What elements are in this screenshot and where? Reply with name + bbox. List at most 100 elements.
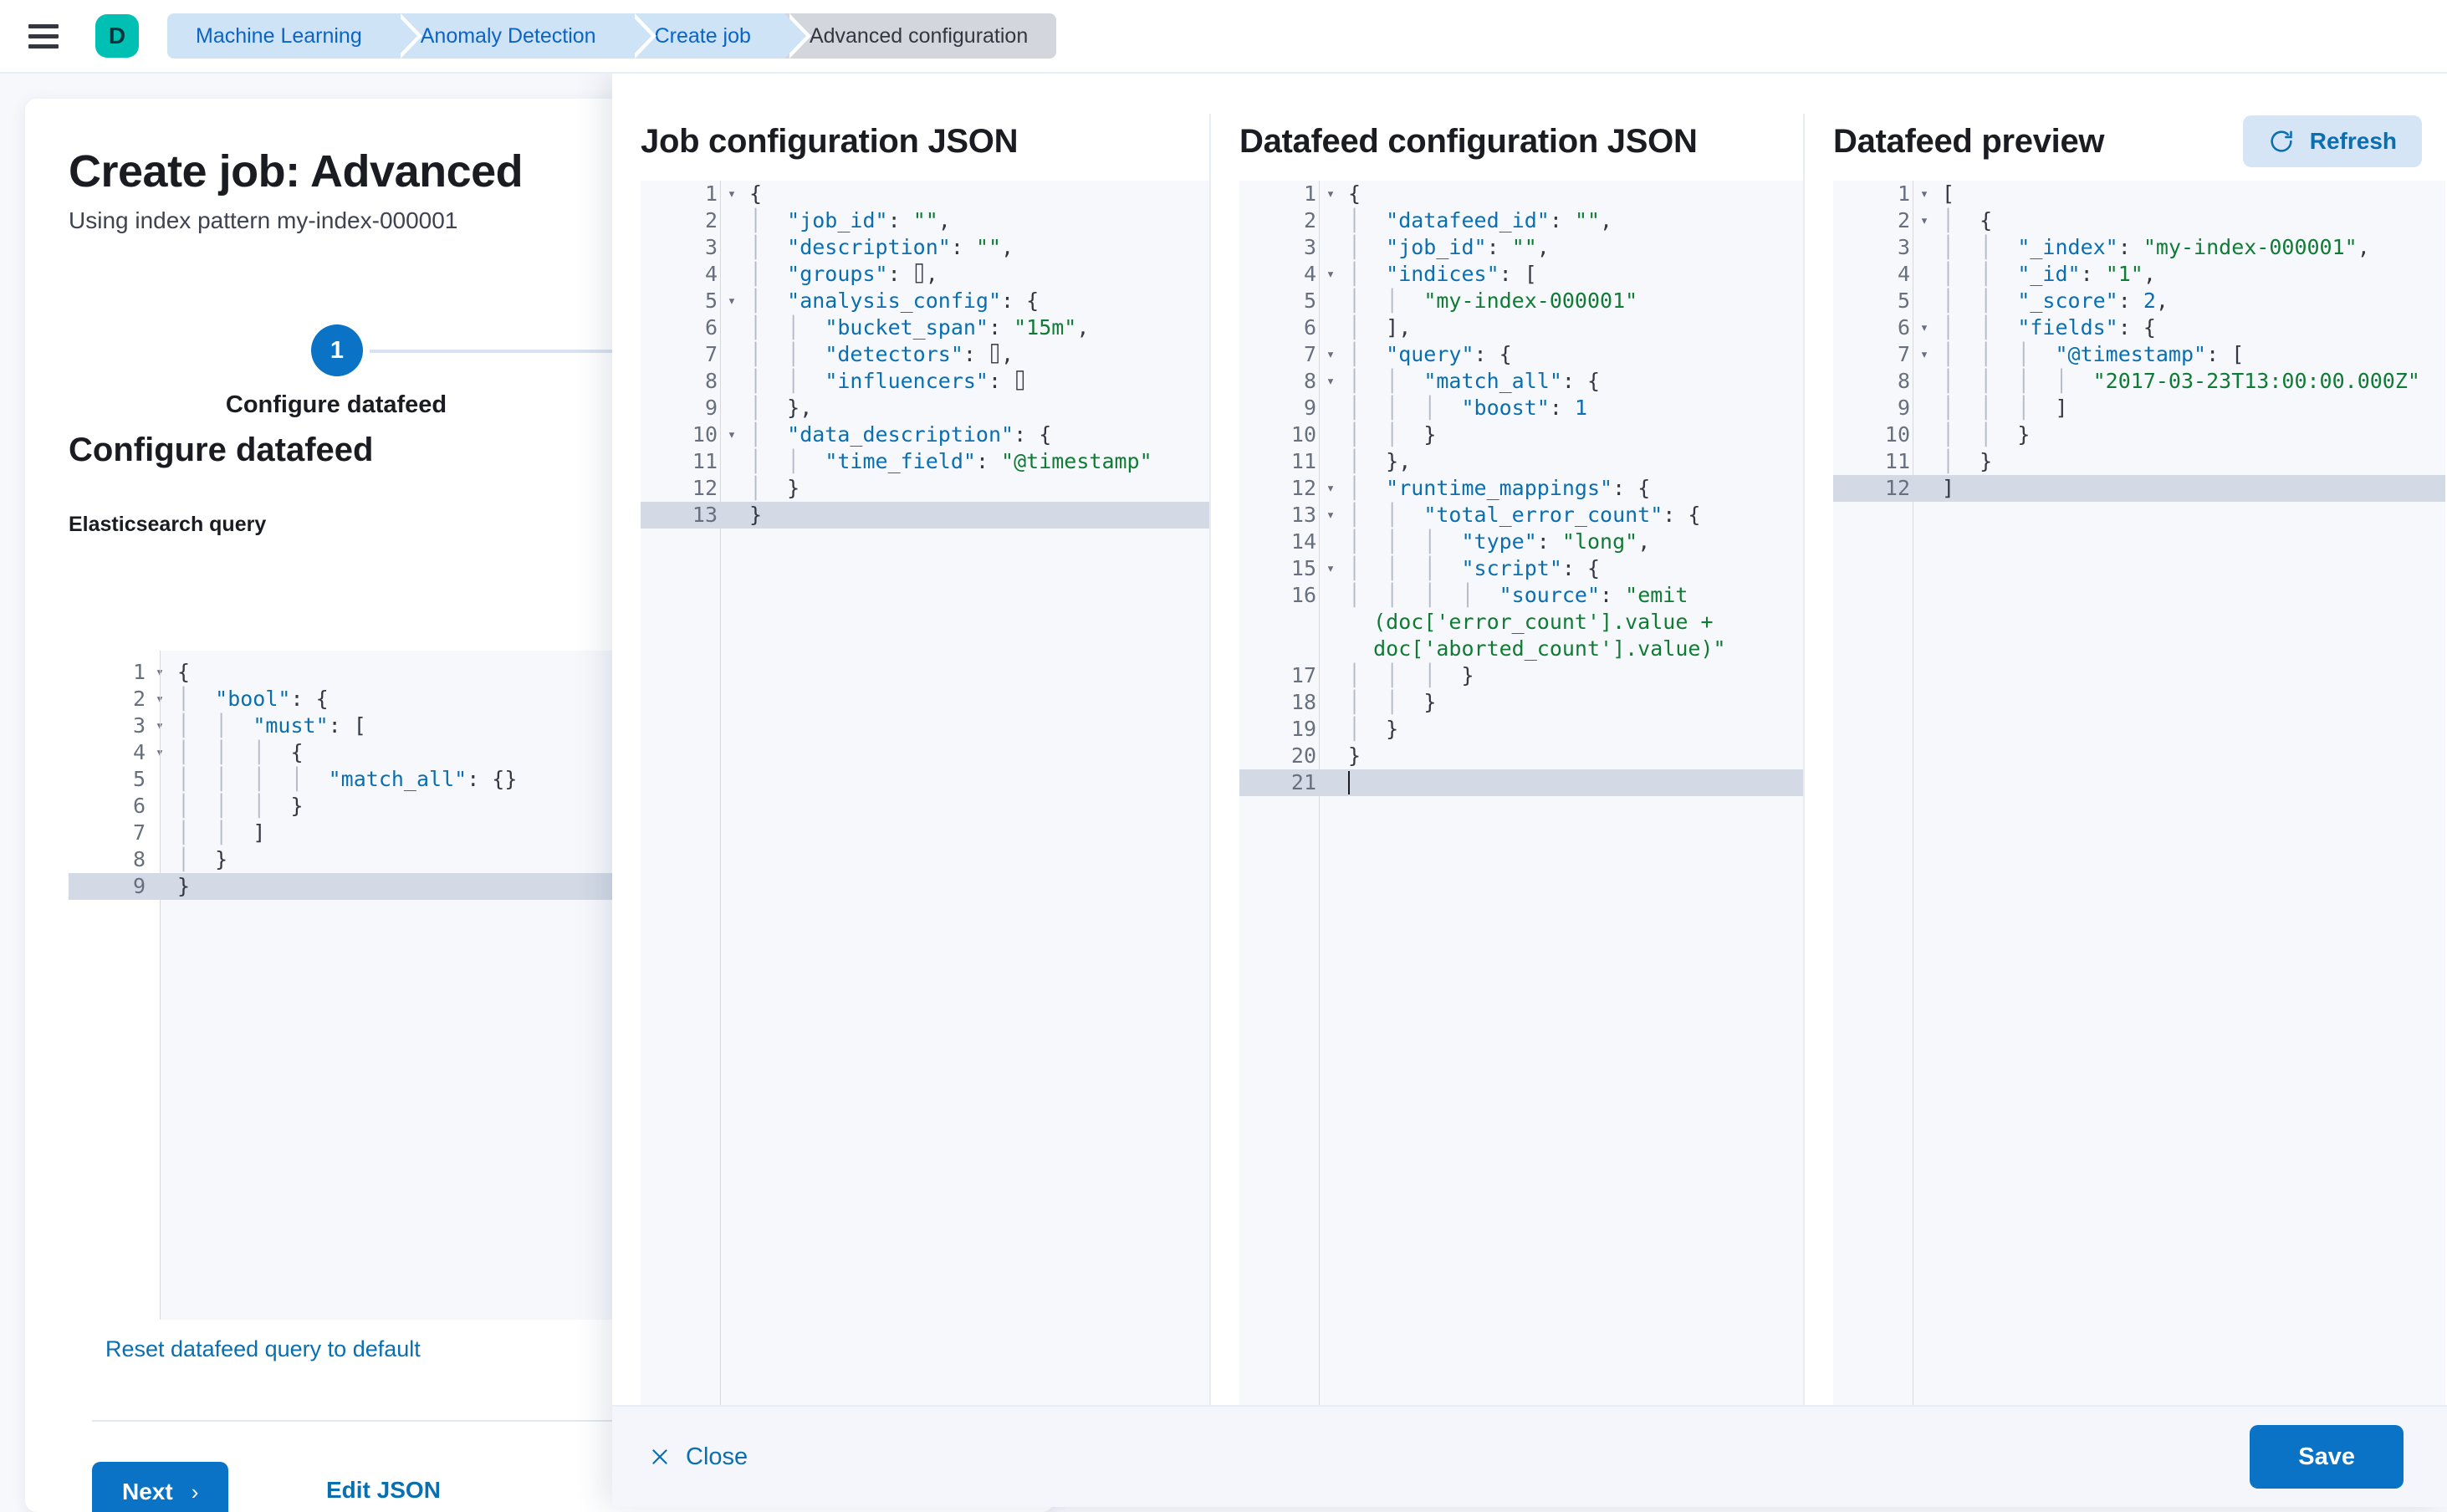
next-button[interactable]: Next › xyxy=(92,1462,229,1512)
editor-line[interactable]: 9 │ │ │ "boost": 1 xyxy=(1239,395,1803,421)
line-number: 11 xyxy=(1290,449,1316,473)
fold-toggle-icon[interactable]: ▾ xyxy=(1326,373,1336,390)
editor-lines: 1▾{2│ "job_id": "",3│ "description": "",… xyxy=(641,181,1209,529)
save-button[interactable]: Save xyxy=(2250,1425,2404,1489)
line-content: │ │ "match_all": { xyxy=(1348,369,1601,393)
edit-json-link[interactable]: Edit JSON xyxy=(326,1477,441,1503)
job-configuration-json-editor[interactable]: 1▾{2│ "job_id": "",3│ "description": "",… xyxy=(641,181,1209,1405)
editor-line[interactable]: 13} xyxy=(641,502,1209,529)
editor-line[interactable]: 1▾[ xyxy=(1833,181,2445,207)
fold-toggle-icon[interactable]: ▾ xyxy=(1919,186,1929,202)
fold-toggle-icon[interactable]: ▾ xyxy=(727,427,737,443)
editor-line[interactable]: 20} xyxy=(1239,743,1803,769)
line-content: │ │ "influencers": ⌷ xyxy=(749,369,1027,393)
line-number: 9 xyxy=(1303,396,1316,420)
line-content: { xyxy=(1348,181,1361,206)
line-number: 12 xyxy=(1290,476,1316,500)
editor-line[interactable]: 7▾│ "query": { xyxy=(1239,341,1803,368)
fold-toggle-icon[interactable]: ▾ xyxy=(1326,266,1336,283)
fold-toggle-icon[interactable]: ▾ xyxy=(1326,560,1336,577)
line-number: 19 xyxy=(1290,717,1316,741)
fold-toggle-icon[interactable]: ▾ xyxy=(1919,346,1929,363)
editor-line[interactable]: 10│ │ } xyxy=(1833,421,2445,448)
refresh-button[interactable]: Refresh xyxy=(2242,115,2422,167)
fold-toggle-icon[interactable]: ▾ xyxy=(1326,507,1336,524)
editor-line[interactable]: 3│ "description": "", xyxy=(641,234,1209,261)
editor-line[interactable]: 21 xyxy=(1239,769,1803,796)
datafeed-configuration-json-editor[interactable]: 1▾{2│ "datafeed_id": "",3│ "job_id": "",… xyxy=(1239,181,1803,1405)
editor-line[interactable]: 6│ │ │ } xyxy=(69,793,1054,820)
editor-line[interactable]: 2│ "job_id": "", xyxy=(641,207,1209,234)
editor-line[interactable]: 8▾│ │ "match_all": { xyxy=(1239,368,1803,395)
editor-line[interactable]: 1▾{ xyxy=(641,181,1209,207)
editor-line[interactable]: 7│ │ "detectors": ⌷, xyxy=(641,341,1209,368)
editor-line[interactable]: 12│ } xyxy=(641,475,1209,502)
editor-line[interactable]: 5▾│ "analysis_config": { xyxy=(641,288,1209,314)
editor-line[interactable]: 4│ "groups": ⌷, xyxy=(641,261,1209,288)
editor-line[interactable]: 8│ │ │ │ "2017-03-23T13:00:00.000Z" xyxy=(1833,368,2445,395)
fold-toggle-icon[interactable]: ▾ xyxy=(1326,480,1336,497)
editor-line[interactable]: 7▾│ │ │ "@timestamp": [ xyxy=(1833,341,2445,368)
editor-line[interactable]: 4▾│ "indices": [ xyxy=(1239,261,1803,288)
editor-line[interactable]: 18│ │ } xyxy=(1239,689,1803,716)
editor-line[interactable]: 5│ │ "my-index-000001" xyxy=(1239,288,1803,314)
editor-line[interactable]: 8│ } xyxy=(69,846,1054,873)
editor-line[interactable]: 2│ "datafeed_id": "", xyxy=(1239,207,1803,234)
editor-line[interactable]: 6│ ], xyxy=(1239,314,1803,341)
hamburger-menu-icon[interactable] xyxy=(28,18,65,54)
editor-line[interactable]: 14│ │ │ "type": "long", xyxy=(1239,529,1803,555)
fold-toggle-icon[interactable]: ▾ xyxy=(1326,346,1336,363)
close-button[interactable]: Close xyxy=(649,1443,748,1471)
editor-line[interactable]: 12] xyxy=(1833,475,2445,502)
editor-line[interactable]: 10│ │ } xyxy=(1239,421,1803,448)
editor-line[interactable]: 12▾│ "runtime_mappings": { xyxy=(1239,475,1803,502)
stepper-step-number: 1 xyxy=(330,336,345,364)
editor-line[interactable]: 19│ } xyxy=(1239,716,1803,743)
editor-line[interactable]: 5│ │ │ │ "match_all": {} xyxy=(69,766,1054,793)
editor-line[interactable]: 2▾│ { xyxy=(1833,207,2445,234)
line-content: { xyxy=(177,660,191,684)
editor-line[interactable]: 11│ │ "time_field": "@timestamp" xyxy=(641,448,1209,475)
editor-line[interactable]: 15▾│ │ │ "script": { xyxy=(1239,555,1803,582)
line-number: 3 xyxy=(704,235,718,259)
fold-toggle-icon[interactable]: ▾ xyxy=(727,186,737,202)
fold-toggle-icon[interactable]: ▾ xyxy=(1919,212,1929,229)
editor-line[interactable]: 11│ } xyxy=(1833,448,2445,475)
editor-line[interactable]: 6│ │ "bucket_span": "15m", xyxy=(641,314,1209,341)
avatar[interactable]: D xyxy=(95,14,139,58)
editor-line[interactable]: 3│ │ "_index": "my-index-000001", xyxy=(1833,234,2445,261)
line-number: 3 xyxy=(1303,235,1316,259)
editor-line[interactable]: 9│ }, xyxy=(641,395,1209,421)
editor-line[interactable]: 6▾│ │ "fields": { xyxy=(1833,314,2445,341)
stepper-step-label: Configure datafeed xyxy=(225,391,447,418)
editor-line[interactable]: 16│ │ │ │ "source": "emit (doc['error_co… xyxy=(1239,582,1803,662)
editor-line[interactable]: 3│ "job_id": "", xyxy=(1239,234,1803,261)
editor-line[interactable]: 9│ │ │ ] xyxy=(1833,395,2445,421)
stepper-step-1[interactable]: 1 xyxy=(311,324,363,376)
editor-lines: 1▾{2│ "datafeed_id": "",3│ "job_id": "",… xyxy=(1239,181,1803,796)
breadcrumb-item-3[interactable]: Advanced configuration xyxy=(784,13,1057,59)
line-content xyxy=(1341,769,1803,796)
editor-line[interactable]: 8│ │ "influencers": ⌷ xyxy=(641,368,1209,395)
breadcrumb-item-0[interactable]: Machine Learning xyxy=(167,13,422,59)
fold-toggle-icon[interactable]: ▾ xyxy=(1919,319,1929,336)
line-content: │ │ "fields": { xyxy=(1942,315,2156,340)
editor-line[interactable]: 17│ │ │ } xyxy=(1239,662,1803,689)
divider xyxy=(92,1420,1020,1422)
editor-line[interactable]: 7│ │ ] xyxy=(69,820,1054,846)
fold-toggle-icon[interactable]: ▾ xyxy=(1326,186,1336,202)
fold-toggle-icon[interactable]: ▾ xyxy=(727,293,737,309)
editor-line[interactable]: 11│ }, xyxy=(1239,448,1803,475)
editor-line[interactable]: 13▾│ │ "total_error_count": { xyxy=(1239,502,1803,529)
editor-line[interactable]: 5│ │ "_score": 2, xyxy=(1833,288,2445,314)
line-content: │ │ │ "boost": 1 xyxy=(1348,396,1587,420)
reset-datafeed-query-link[interactable]: Reset datafeed query to default xyxy=(105,1336,421,1361)
line-number: 1 xyxy=(1897,181,1910,206)
editor-line[interactable]: 4│ │ "_id": "1", xyxy=(1833,261,2445,288)
datafeed-preview-json-editor[interactable]: 1▾[2▾│ {3│ │ "_index": "my-index-000001"… xyxy=(1833,181,2445,1405)
line-number: 9 xyxy=(132,874,146,898)
breadcrumb-item-1[interactable]: Anomaly Detection xyxy=(395,13,656,59)
editor-line[interactable]: 1▾{ xyxy=(1239,181,1803,207)
editor-line[interactable]: 10▾│ "data_description": { xyxy=(641,421,1209,448)
